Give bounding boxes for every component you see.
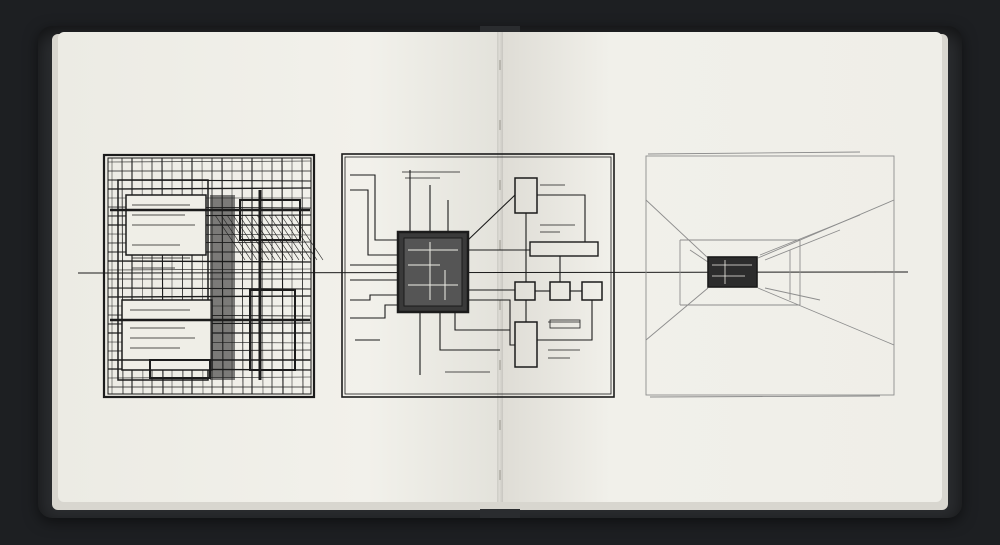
hatch-line [232,214,264,261]
hatch-line [281,157,284,395]
hatch-line [292,214,324,261]
block-long-bar [529,241,599,257]
hatch-line [238,214,270,261]
block-bottom [514,321,538,368]
page-gutter [497,32,503,502]
hatch-line [241,157,244,395]
hatch-line [107,187,312,190]
hatch-line [268,214,300,261]
hatch-line [286,214,318,261]
block-mid-b [549,281,571,301]
block-mid-c [581,281,603,301]
binding-strap-bottom [480,509,520,518]
hatch-line [250,214,282,261]
block-top-right [514,177,538,214]
hatch-line [107,287,312,290]
hatch-line [107,268,312,271]
sketch-perspective-room [645,151,895,398]
binding-strap-top [480,26,520,33]
hatch-line [274,214,306,261]
small-framed-diagram [707,256,758,288]
hatch-line [107,260,312,263]
hatch-line [301,157,304,395]
hatch-line [107,160,312,163]
hatch-line [261,157,264,395]
hatch-line [256,214,288,261]
hatch-line [107,295,312,298]
block-mid-a [514,281,536,301]
sketch-block-diagram [341,153,615,398]
hatch-line [280,214,312,261]
sketch-hatched-composition [102,153,324,399]
hatch-line [262,214,294,261]
